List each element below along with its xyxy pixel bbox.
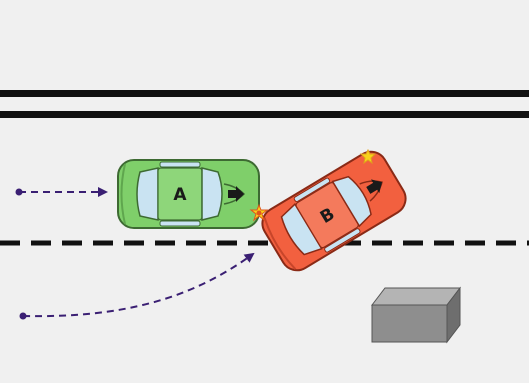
impact-star-icon bbox=[359, 148, 377, 165]
car-a-label: A bbox=[173, 185, 187, 205]
arrow-icon bbox=[223, 183, 246, 205]
trajectory-b bbox=[19, 252, 255, 320]
road-edge-line-lower bbox=[0, 111, 529, 118]
impact-star-icon bbox=[249, 203, 269, 222]
arrow-icon bbox=[359, 179, 383, 202]
obstacle-box bbox=[370, 286, 462, 344]
trajectory-a bbox=[15, 187, 108, 197]
road-edge-line-upper bbox=[0, 90, 529, 97]
car-a: A bbox=[117, 159, 260, 229]
car-b: B bbox=[261, 150, 407, 272]
